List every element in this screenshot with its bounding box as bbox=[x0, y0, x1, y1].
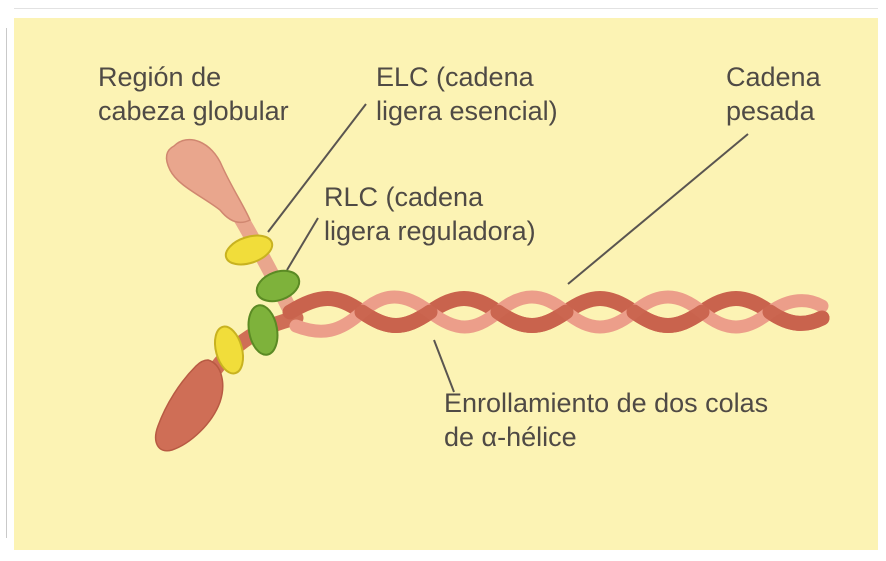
elc-label-line2: ligera esencial) bbox=[376, 94, 558, 128]
coiled-coil-leader-line bbox=[434, 340, 454, 392]
heavy-chain-leader-line bbox=[568, 134, 748, 284]
lower-globular-head bbox=[156, 360, 223, 451]
elc-label: ELC (cadena ligera esencial) bbox=[376, 60, 558, 128]
rlc-lower-ring bbox=[245, 303, 281, 357]
heavy-chain-label-line2: pesada bbox=[726, 94, 821, 128]
coiled-coil-label: Enrollamiento de dos colas de α-hélice bbox=[444, 386, 768, 454]
elc-label-line1: ELC (cadena bbox=[376, 60, 558, 94]
rlc-label-line1: RLC (cadena bbox=[324, 180, 536, 214]
heavy-chain-label: Cadena pesada bbox=[726, 60, 821, 128]
upper-globular-head bbox=[167, 140, 250, 223]
rlc-label-line2: ligera reguladora) bbox=[324, 214, 536, 248]
head-region-label-line2: cabeza globular bbox=[98, 94, 289, 128]
rlc-leader-line bbox=[287, 218, 318, 270]
head-region-label-line1: Región de bbox=[98, 60, 289, 94]
head-region-label: Región de cabeza globular bbox=[98, 60, 289, 128]
coiled-coil-label-line2: de α-hélice bbox=[444, 420, 768, 454]
coiled-coil-tail bbox=[290, 297, 822, 331]
leader-lines bbox=[268, 104, 748, 392]
rlc-label: RLC (cadena ligera reguladora) bbox=[324, 180, 536, 248]
coiled-coil-label-line1: Enrollamiento de dos colas bbox=[444, 386, 768, 420]
heavy-chain-label-line1: Cadena bbox=[726, 60, 821, 94]
